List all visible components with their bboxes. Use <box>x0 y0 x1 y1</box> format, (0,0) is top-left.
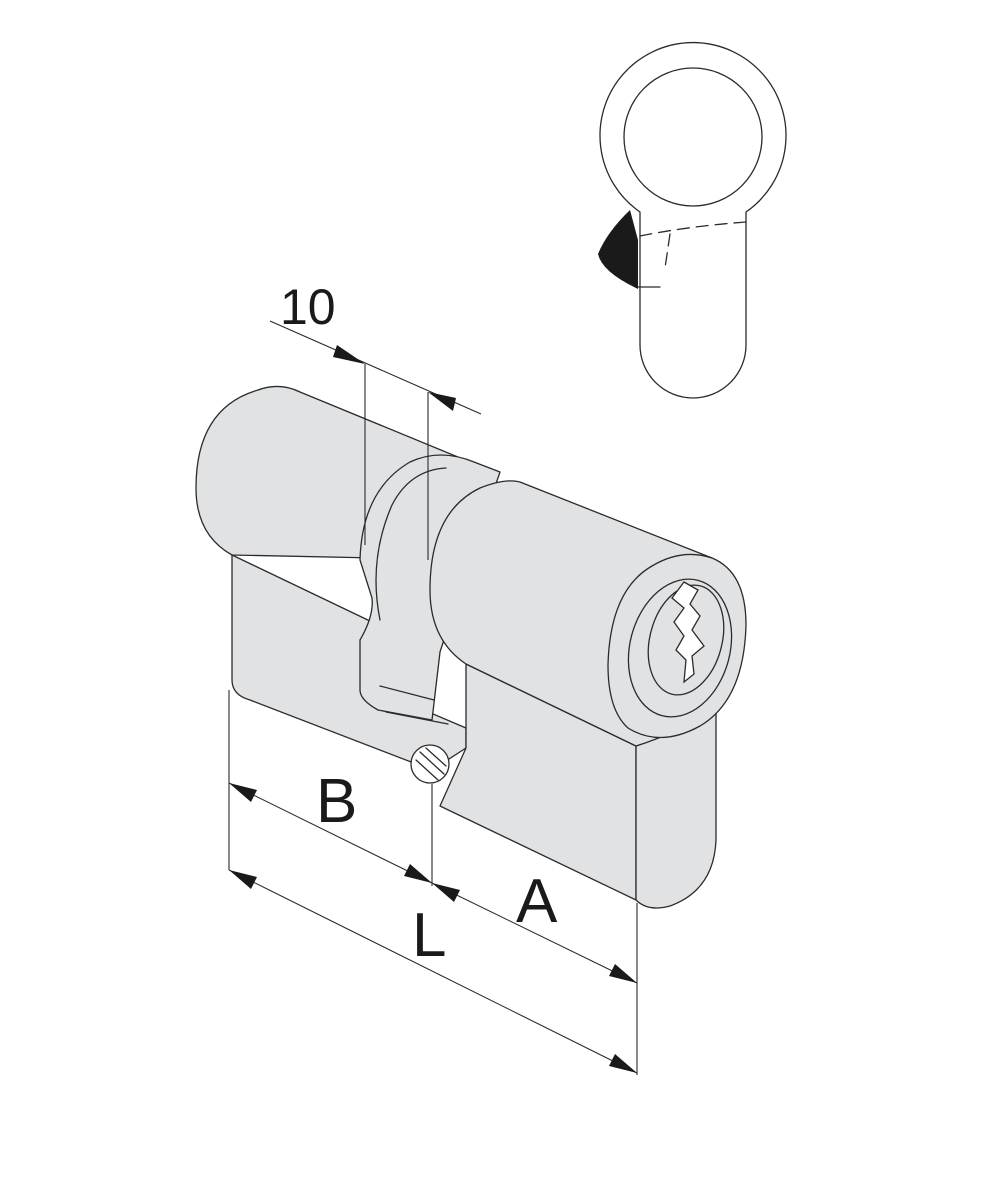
dim-l-label: L <box>412 901 446 970</box>
right-face-plug-inner <box>647 584 725 696</box>
dim-10-label: 10 <box>280 279 336 335</box>
dim-b-label: B <box>316 767 357 836</box>
dim-a-arrow-right <box>609 964 637 983</box>
dim-b-line <box>228 782 433 884</box>
dim-a-line <box>431 882 638 984</box>
profile-cam-hidden-line-2 <box>664 233 671 269</box>
dim-b-arrow-left <box>229 783 257 802</box>
cam-slot-edge-2 <box>385 711 449 725</box>
dim-l-arrow-right <box>609 1054 637 1073</box>
dim-b-arrow-right <box>404 864 432 883</box>
cylinder-profile-view <box>598 42 787 399</box>
dim-10-arrow-left <box>333 345 365 364</box>
keyway-icon <box>671 581 705 684</box>
dim-a-arrow-left <box>432 883 460 902</box>
cam-slot-edge <box>379 685 435 701</box>
screw-hole <box>410 744 450 784</box>
profile-outline <box>599 42 787 399</box>
dimension-lines <box>228 320 638 1075</box>
dim-10-arrow-right <box>428 392 456 411</box>
profile-cam <box>598 210 638 289</box>
dim-l-arrow-left <box>229 870 257 889</box>
cam-ring-inner <box>375 467 447 621</box>
dim-l-line <box>228 869 638 1074</box>
dim-a-label: A <box>516 867 558 936</box>
cylinder-body <box>195 385 747 909</box>
profile-cam-hidden-line <box>639 221 747 237</box>
profile-plug-circle <box>623 67 763 207</box>
